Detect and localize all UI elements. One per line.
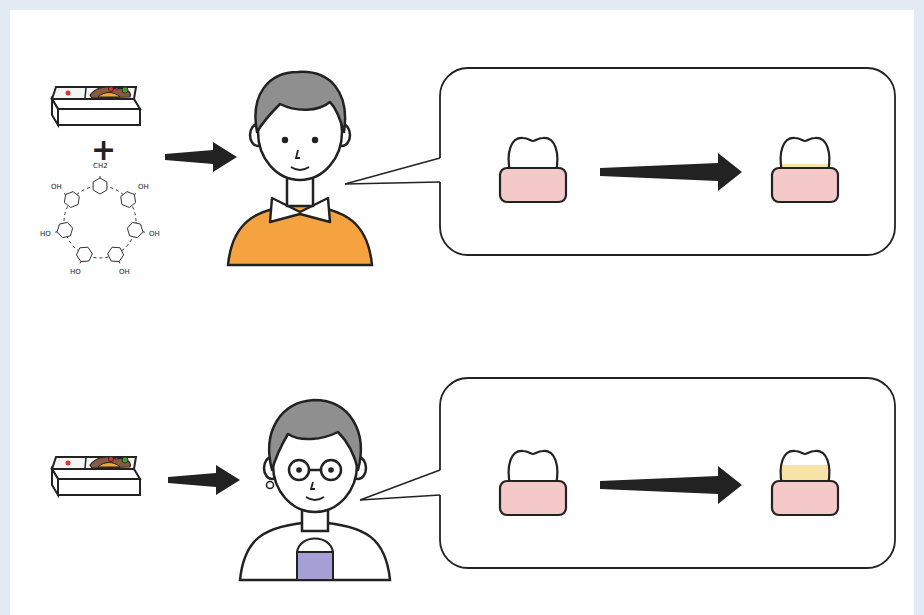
- chemical-group-label: OH: [51, 184, 62, 191]
- chemical-group-label: CH2: [93, 163, 108, 170]
- plus-sign: +: [91, 135, 116, 165]
- chemical-group-label: OH: [119, 269, 130, 276]
- chemical-group-label: OH: [138, 184, 149, 191]
- chemical-group-label: HO: [40, 231, 51, 238]
- chemical-group-label: HO: [70, 269, 81, 276]
- chemical-group-label: OH: [149, 231, 160, 238]
